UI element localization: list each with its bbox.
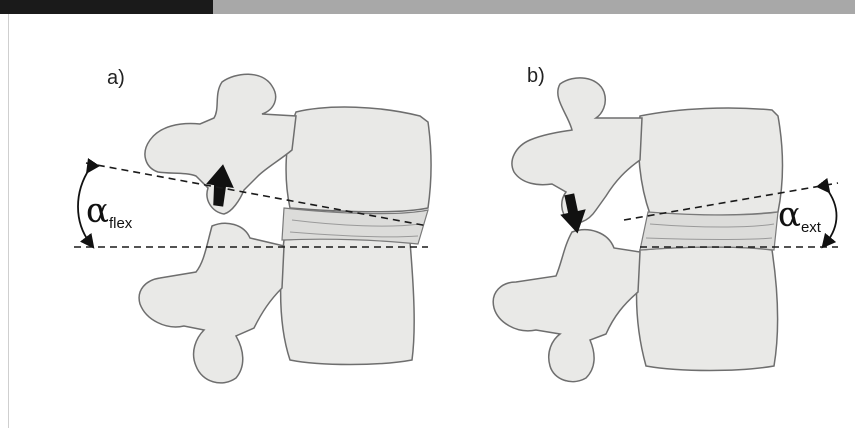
panel-b-angle-symbol: α xyxy=(778,195,801,235)
panel-b-intervertebral-disc xyxy=(640,212,778,250)
panel-b-angle-arc xyxy=(826,188,837,243)
panel-a-upper-vertebral-body xyxy=(286,107,431,212)
panel-a: a) αflex xyxy=(74,67,431,383)
svg-text:αflex: αflex xyxy=(86,191,133,232)
svg-text:αext: αext xyxy=(778,195,822,236)
panel-b-upper-vertebral-body xyxy=(638,108,782,215)
panel-b-lower-posterior-elements xyxy=(493,230,640,382)
panel-b-label: b) xyxy=(527,65,545,87)
panel-a-intervertebral-disc xyxy=(282,208,428,244)
panel-b-lower-vertebral-body xyxy=(637,247,778,371)
panel-b-angle-subscript: ext xyxy=(801,219,822,236)
panel-a-label: a) xyxy=(107,67,125,89)
panel-a-angle-subscript: flex xyxy=(109,215,133,232)
panel-b: b) αext xyxy=(493,65,838,382)
panel-a-angle-symbol: α xyxy=(86,191,109,231)
panel-b-upper-posterior-elements xyxy=(512,78,642,223)
panel-a-lower-vertebral-body xyxy=(281,238,415,365)
